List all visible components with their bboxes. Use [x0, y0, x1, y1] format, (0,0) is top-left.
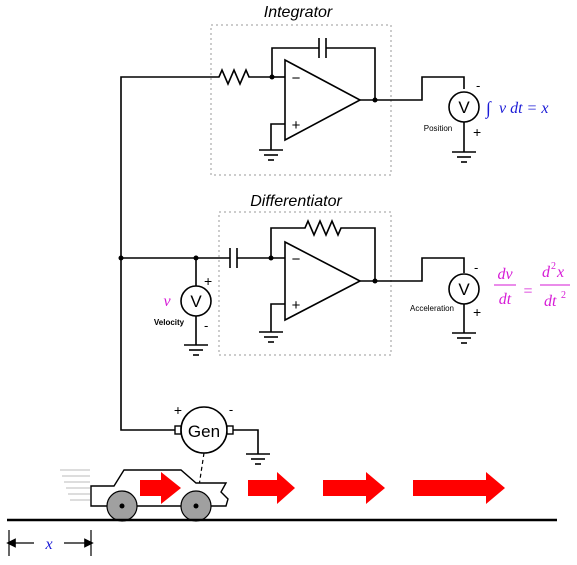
- car-front-hub: [193, 503, 199, 509]
- acceleration-label: Acceleration: [410, 304, 454, 313]
- acceleration-meter-symbol: V: [458, 280, 470, 299]
- differentiator-feedback-resistor: [270, 218, 376, 281]
- integral-equation: v dt = x: [499, 100, 548, 117]
- position-meter-symbol: V: [458, 98, 470, 117]
- integrator-plus-sign: +: [292, 117, 301, 134]
- generator-left-wire: [120, 258, 175, 431]
- generator-ground-wire: [233, 429, 259, 454]
- integrator-title: Integrator: [264, 4, 333, 21]
- generator-plus: +: [174, 402, 182, 418]
- speed-lines: [60, 469, 90, 501]
- differentiator-output-wire: [360, 257, 465, 282]
- derivative-dt2-sup: 2: [561, 290, 566, 301]
- differentiator-plus-wire: [270, 303, 285, 332]
- motion-arrow-2: [248, 472, 295, 504]
- generator-minus: -: [229, 402, 233, 417]
- velocity-variable: v: [163, 293, 171, 310]
- generator-right-terminal: [226, 425, 234, 435]
- derivative-dt2-dt: dt: [544, 293, 557, 310]
- generator-left-terminal: [174, 425, 182, 435]
- integrator-feedback-left: [271, 47, 319, 77]
- velocity-meter-plus: +: [204, 273, 212, 289]
- velocity-meter-minus: -: [204, 318, 208, 333]
- differentiator-minus-sign: −: [292, 251, 301, 268]
- integrator-opamp: [284, 58, 362, 142]
- derivative-dv: dv: [497, 266, 513, 283]
- car-rear-hub: [119, 503, 125, 509]
- position-meter-minus: -: [476, 78, 480, 93]
- acceleration-meter-minus: -: [474, 260, 478, 275]
- velocity-label: Velocity: [154, 318, 185, 327]
- integrator-plus-wire: [270, 123, 285, 150]
- derivative-d2x-x: x: [556, 264, 564, 281]
- generator-label: Gen: [188, 422, 220, 441]
- integrator-resistor: [213, 67, 272, 87]
- velocity-meter-symbol: V: [190, 292, 202, 311]
- position-meter-plus: +: [473, 124, 481, 140]
- derivative-d2x-d: d: [542, 264, 551, 281]
- differentiator-title: Differentiator: [250, 193, 342, 210]
- position-label: Position: [424, 124, 452, 133]
- differentiator-plus-sign: +: [292, 297, 301, 314]
- acceleration-meter-plus: +: [473, 304, 481, 320]
- motion-arrow-3: [323, 472, 385, 504]
- integrator-minus-sign: −: [292, 70, 301, 87]
- motion-arrow-1: [140, 472, 181, 504]
- differentiator-opamp: [284, 240, 362, 322]
- integrator-output-wire: [360, 76, 465, 101]
- derivative-d2x-sup: 2: [551, 261, 556, 272]
- displacement-label: x: [44, 536, 52, 553]
- integral-sign: ∫: [485, 98, 492, 119]
- differentiator-box: [218, 211, 392, 356]
- derivative-dt: dt: [499, 291, 512, 308]
- integrator-feedback-right: [326, 47, 376, 100]
- derivative-equals: =: [523, 283, 532, 300]
- motion-arrow-4: [413, 472, 505, 504]
- integrator-input-wire: [120, 76, 213, 258]
